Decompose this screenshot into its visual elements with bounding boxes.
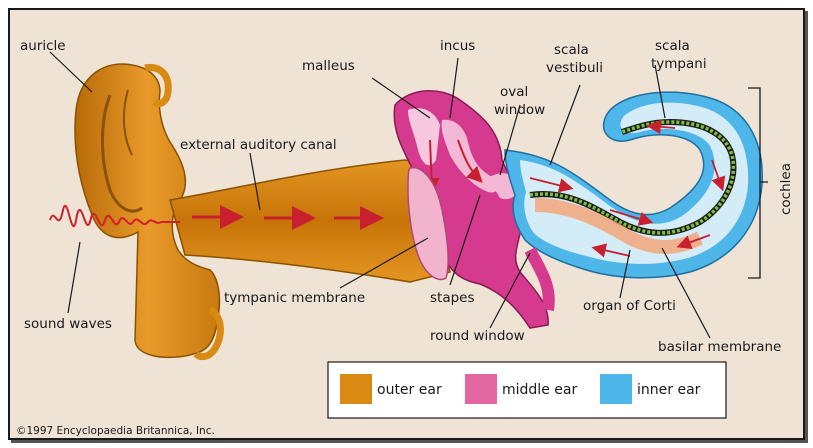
label-cochlea: cochlea [778,163,794,215]
sound-direction-arrows [192,217,378,218]
label-sound-waves: sound waves [24,316,112,332]
label-oval-window-2: window [494,102,545,118]
label-tympanic-membrane: tympanic membrane [224,290,365,306]
legend-label-outer-ear: outer ear [377,382,442,398]
legend-swatch-inner-ear [600,374,632,404]
legend-swatch-middle-ear [465,374,497,404]
legend-swatch-outer-ear [340,374,372,404]
label-stapes: stapes [430,290,475,306]
label-scala-vestibuli-1: scala [554,42,589,58]
label-incus: incus [440,38,475,54]
label-oval-window-1: oval [500,84,528,100]
label-external-auditory-canal: external auditory canal [180,137,337,153]
label-scala-vestibuli-2: vestibuli [546,60,603,76]
cochlea-shape [505,92,762,310]
diagram-frame: auricle malleus incus scala vestibuli sc… [8,8,805,440]
legend: outer ear middle ear inner ear [328,362,726,418]
label-scala-tympani-2: tympani [651,56,707,72]
label-malleus: malleus [302,58,355,74]
label-organ-of-corti: organ of Corti [583,298,676,314]
legend-label-inner-ear: inner ear [637,382,701,398]
copyright-text: ©1997 Encyclopaedia Britannica, Inc. [16,425,215,437]
label-scala-tympani-1: scala [655,38,690,54]
label-auricle: auricle [20,38,66,54]
label-basilar-membrane: basilar membrane [658,339,781,355]
label-round-window: round window [430,328,525,344]
legend-label-middle-ear: middle ear [502,382,577,398]
ear-diagram: auricle malleus incus scala vestibuli sc… [10,10,805,440]
